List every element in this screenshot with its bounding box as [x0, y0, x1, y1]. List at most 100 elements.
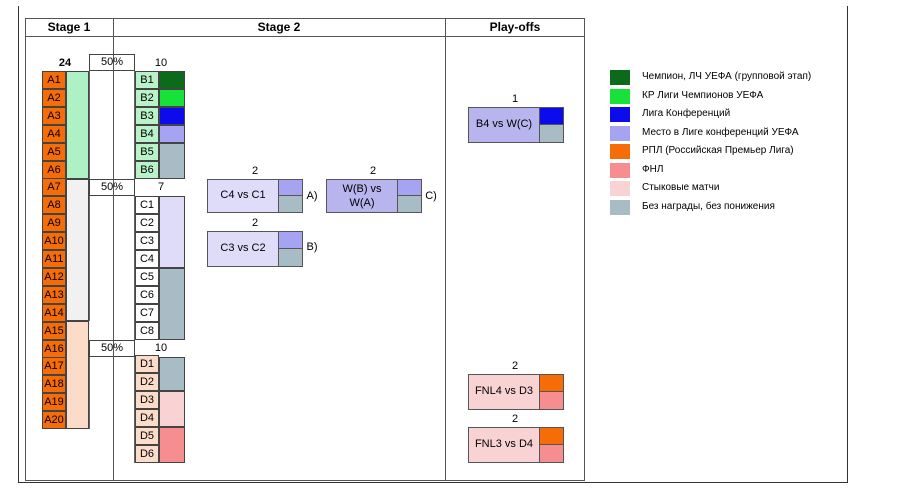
match-a-swatch-bot — [278, 196, 302, 212]
group-team-cell: C4 — [135, 250, 159, 268]
diagram-frame — [18, 6, 848, 483]
match-c-box: W(B) vs W(A) — [326, 179, 422, 213]
a-bot-band — [66, 321, 89, 429]
stage1-team-cell: A19 — [42, 393, 66, 412]
group-team-cell: D5 — [135, 427, 159, 445]
match-c-swatch-bot — [397, 196, 421, 212]
stage1-team-cell: A20 — [42, 411, 66, 430]
stage1-team-cell: A7 — [42, 178, 66, 197]
match-b-swatch-top — [278, 232, 302, 249]
match-f-box: FNL3 vs D4 — [468, 427, 564, 463]
stage1-team-cell: A1 — [42, 71, 66, 89]
legend-swatch — [610, 181, 630, 196]
connector-mid — [89, 196, 90, 321]
a-mid-band — [66, 179, 89, 321]
match-e-count: 2 — [511, 360, 519, 372]
d34-outcome — [159, 391, 185, 427]
match-d-box: B4 vs W(C) — [468, 107, 564, 143]
group-team-cell: C6 — [135, 286, 159, 304]
group-team-cell: C7 — [135, 304, 159, 322]
split-box-top: 50% — [89, 54, 135, 71]
legend-label: Без награды, без понижения — [642, 200, 775, 212]
playoffs-header: Play-offs — [489, 20, 541, 34]
match-a-label: C4 vs C1 — [220, 189, 266, 201]
stage1-team-cell: A14 — [42, 303, 66, 322]
stage1-team-cell: A3 — [42, 106, 66, 125]
match-b-swatch-bot — [278, 249, 302, 266]
legend-swatch — [610, 107, 630, 122]
group-c-count: 7 — [157, 181, 165, 193]
group-b-count: 10 — [154, 57, 168, 69]
stage1-team-cell: A15 — [42, 321, 66, 340]
group-team-cell: B3 — [135, 107, 159, 125]
legend-swatch — [610, 144, 630, 159]
group-team-cell: C1 — [135, 196, 159, 214]
group-team-cell: D3 — [135, 391, 159, 409]
stage-divider-2 — [445, 18, 446, 481]
group-team-cell: D6 — [135, 445, 159, 463]
match-d-swatch-bot — [539, 125, 563, 142]
c14-outcome — [159, 196, 185, 268]
legend-label: Чемпион, ЛЧ УЕФА (групповой этап) — [642, 71, 812, 82]
b4-outcome — [159, 125, 185, 143]
match-a-count: 2 — [251, 165, 259, 177]
legend-label: Лига Конференций — [642, 108, 731, 119]
connector-top — [89, 71, 90, 179]
group-team-cell: B6 — [135, 161, 159, 179]
b1-outcome — [159, 71, 185, 89]
legend-label: ФНЛ — [642, 163, 664, 175]
stage1-team-cell: A10 — [42, 232, 66, 251]
stage1-team-cell: A12 — [42, 267, 66, 286]
legend-label: Место в Лиге конференций УЕФА — [642, 126, 799, 138]
stage1-header: Stage 1 — [47, 20, 91, 34]
stage1-team-cell: A13 — [42, 285, 66, 304]
stage1-team-cell: A6 — [42, 160, 66, 179]
match-b-box: C3 vs C2 — [207, 231, 303, 267]
stage1-team-cell: A11 — [42, 250, 66, 268]
group-team-cell: D4 — [135, 409, 159, 427]
group-team-cell: B2 — [135, 89, 159, 107]
group-team-cell: B1 — [135, 71, 159, 89]
stage1-team-cell: A8 — [42, 196, 66, 215]
match-b-tag: B) — [306, 241, 318, 253]
stage1-team-cell: A17 — [42, 357, 66, 376]
group-team-cell: C2 — [135, 214, 159, 232]
legend-label: Стыковые матчи — [642, 182, 720, 193]
match-e-label: FNL4 vs D3 — [474, 385, 534, 397]
stage1-team-cell: A9 — [42, 214, 66, 233]
match-e-swatch-top — [539, 375, 563, 392]
match-a-swatch-top — [278, 180, 302, 196]
match-f-count: 2 — [511, 413, 519, 425]
match-f-swatch-top — [539, 428, 563, 445]
stage-table — [25, 18, 585, 481]
match-f-swatch-bot — [539, 445, 563, 462]
a-top-band — [66, 71, 89, 179]
legend-swatch — [610, 88, 630, 104]
match-a-box: C4 vs C1 — [207, 179, 303, 213]
match-c-count: 2 — [369, 165, 377, 177]
connector-bot — [89, 357, 90, 429]
legend-swatch — [610, 199, 630, 215]
match-d-label: B4 vs W(C) — [475, 118, 533, 130]
group-team-cell: B5 — [135, 143, 159, 161]
match-c-swatch-top — [397, 180, 421, 196]
b2-outcome — [159, 89, 185, 107]
match-e-box: FNL4 vs D3 — [468, 374, 564, 410]
c58-outcome — [159, 268, 185, 340]
legend-swatch — [610, 162, 630, 178]
stage-divider-1 — [113, 18, 114, 481]
stage1-team-cell: A18 — [42, 375, 66, 394]
stage1-count: 24 — [58, 57, 72, 69]
stage1-team-cell: A4 — [42, 124, 66, 143]
match-c-label: W(B) vs W(A) — [342, 183, 382, 209]
match-d-count: 1 — [511, 93, 519, 105]
group-team-cell: C3 — [135, 232, 159, 250]
match-a-tag: A) — [306, 190, 318, 202]
legend-swatch — [610, 125, 630, 141]
match-e-swatch-bot — [539, 392, 563, 409]
connector-b — [134, 71, 135, 179]
group-team-cell: C5 — [135, 268, 159, 286]
group-team-cell: D1 — [135, 355, 159, 373]
header-row-line — [25, 36, 585, 37]
match-c-tag: C) — [425, 190, 437, 202]
